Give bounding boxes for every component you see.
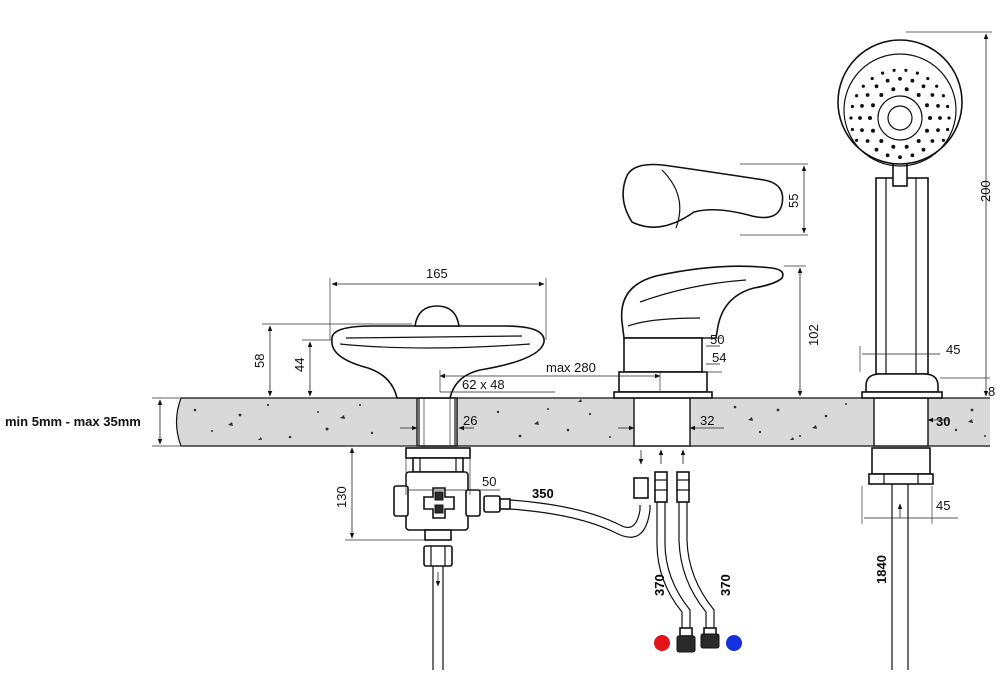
nozzle-dot: [874, 84, 879, 89]
nozzle-dot: [850, 104, 855, 109]
knob-stem: [418, 397, 456, 447]
nozzle-dot: [941, 94, 946, 98]
handle-side-view: [622, 163, 784, 229]
left-hose-length-label: 370: [652, 574, 667, 596]
nozzle-dot: [885, 78, 890, 83]
nozzle-dot: [871, 128, 875, 133]
diverter-knob: [331, 305, 545, 399]
valve-width-label: 50: [482, 474, 496, 489]
nozzle-dot: [855, 138, 859, 142]
nozzle-dot: [898, 155, 902, 160]
knob-body-height-label: 44: [292, 358, 307, 372]
knob-total-height-label: 58: [252, 354, 267, 368]
nozzle-dot: [930, 139, 935, 143]
shower-base-height-label: 8: [988, 384, 995, 399]
slab-thickness-label: min 5mm - max 35mm: [5, 414, 141, 429]
nozzle-dot: [916, 139, 921, 143]
nozzle-dot: [865, 139, 870, 143]
nozzle-dot: [860, 128, 864, 133]
handle-height-label: 55: [786, 194, 801, 208]
mixer-handle: [620, 265, 784, 339]
supply-hoses: 370 370: [633, 449, 742, 653]
knob-dimensions: 165 58 44 26: [252, 266, 547, 431]
nozzle-dot: [926, 76, 930, 81]
nozzle-dot: [865, 93, 870, 97]
nozzle-dot: [921, 84, 926, 89]
nozzle-dot: [946, 104, 950, 109]
nozzle-dot: [855, 94, 859, 98]
nozzle-dot: [938, 116, 942, 120]
nozzle-dot: [947, 116, 951, 120]
nozzle-dot: [904, 144, 909, 149]
shower-hose-length-label: 1840: [874, 555, 889, 584]
nozzle-dot: [921, 147, 926, 152]
nozzle-dot: [925, 128, 929, 133]
nozzle-dot: [849, 116, 853, 120]
nozzle-dot: [946, 127, 950, 132]
nozzle-dot: [916, 93, 921, 97]
valve-dimensions: 130 50: [334, 445, 500, 541]
handle-height-dimension: 55: [740, 163, 808, 236]
cold-marker-blue-dot-icon: [726, 635, 742, 651]
nozzle-dot: [868, 116, 872, 120]
nozzle-dot: [860, 104, 864, 108]
nozzle-dot: [910, 153, 915, 158]
nozzle-dot: [941, 138, 946, 142]
nozzle-dot: [935, 84, 939, 88]
mixer-body-height-label: 50: [710, 332, 724, 347]
mixer-dimensions: 50 54 102 max 280 62 x 48 32: [439, 265, 821, 431]
nozzle-dot: [904, 68, 908, 72]
mixer-body-width-label: 54: [712, 350, 726, 365]
nozzle-dot: [936, 104, 940, 108]
nozzle-dot: [870, 76, 874, 81]
nozzle-dot: [871, 103, 875, 108]
slab-thickness-dimension: min 5mm - max 35mm: [5, 397, 181, 447]
nozzle-dot: [936, 128, 940, 133]
knob-stem-diameter-label: 26: [463, 413, 477, 428]
nozzle-dot: [881, 71, 885, 75]
nozzle-dot: [891, 144, 896, 149]
nozzle-dot: [910, 78, 915, 83]
nozzle-dot: [874, 147, 879, 152]
shower-head-nozzles: [849, 68, 951, 160]
shower-nut-width-label: 45: [936, 498, 950, 513]
nozzle-dot: [930, 93, 935, 97]
hole-size-label: 62 x 48: [462, 377, 505, 392]
nozzle-dot: [915, 71, 920, 75]
hand-shower: [837, 39, 963, 399]
nozzle-dot: [858, 116, 862, 120]
mixer-body: [613, 337, 713, 399]
hose-length-label: 350: [532, 486, 554, 501]
right-hose-length-label: 370: [718, 574, 733, 596]
max-distance-label: max 280: [546, 360, 596, 375]
nozzle-dot: [891, 87, 896, 92]
knob-width-label: 165: [426, 266, 448, 281]
mixer-height-label: 102: [806, 324, 821, 346]
shower-height-label: 200: [978, 180, 993, 202]
connecting-hose: 350: [483, 486, 651, 538]
shower-handle-width-label: 45: [946, 342, 960, 357]
shower-holder-nut: [868, 447, 934, 670]
valve-height-label: 130: [334, 486, 349, 508]
nozzle-dot: [898, 76, 902, 81]
shower-hole-label: 30: [936, 414, 950, 429]
nozzle-dot: [904, 87, 909, 92]
hot-marker-red-dot-icon: [654, 635, 670, 651]
nozzle-dot: [925, 103, 929, 108]
countertop-slab: [175, 397, 990, 447]
nozzle-dot: [892, 68, 896, 72]
nozzle-dot: [885, 153, 890, 158]
nozzle-dot: [879, 93, 884, 97]
diverter-valve: [393, 447, 481, 670]
shower-dimensions: 200 45 8 30 45 1840: [859, 31, 995, 584]
nozzle-dot: [879, 139, 884, 143]
nozzle-dot: [928, 116, 932, 120]
mixer-stem-label: 32: [700, 413, 714, 428]
nozzle-dot: [861, 84, 865, 88]
nozzle-dot: [850, 127, 855, 132]
